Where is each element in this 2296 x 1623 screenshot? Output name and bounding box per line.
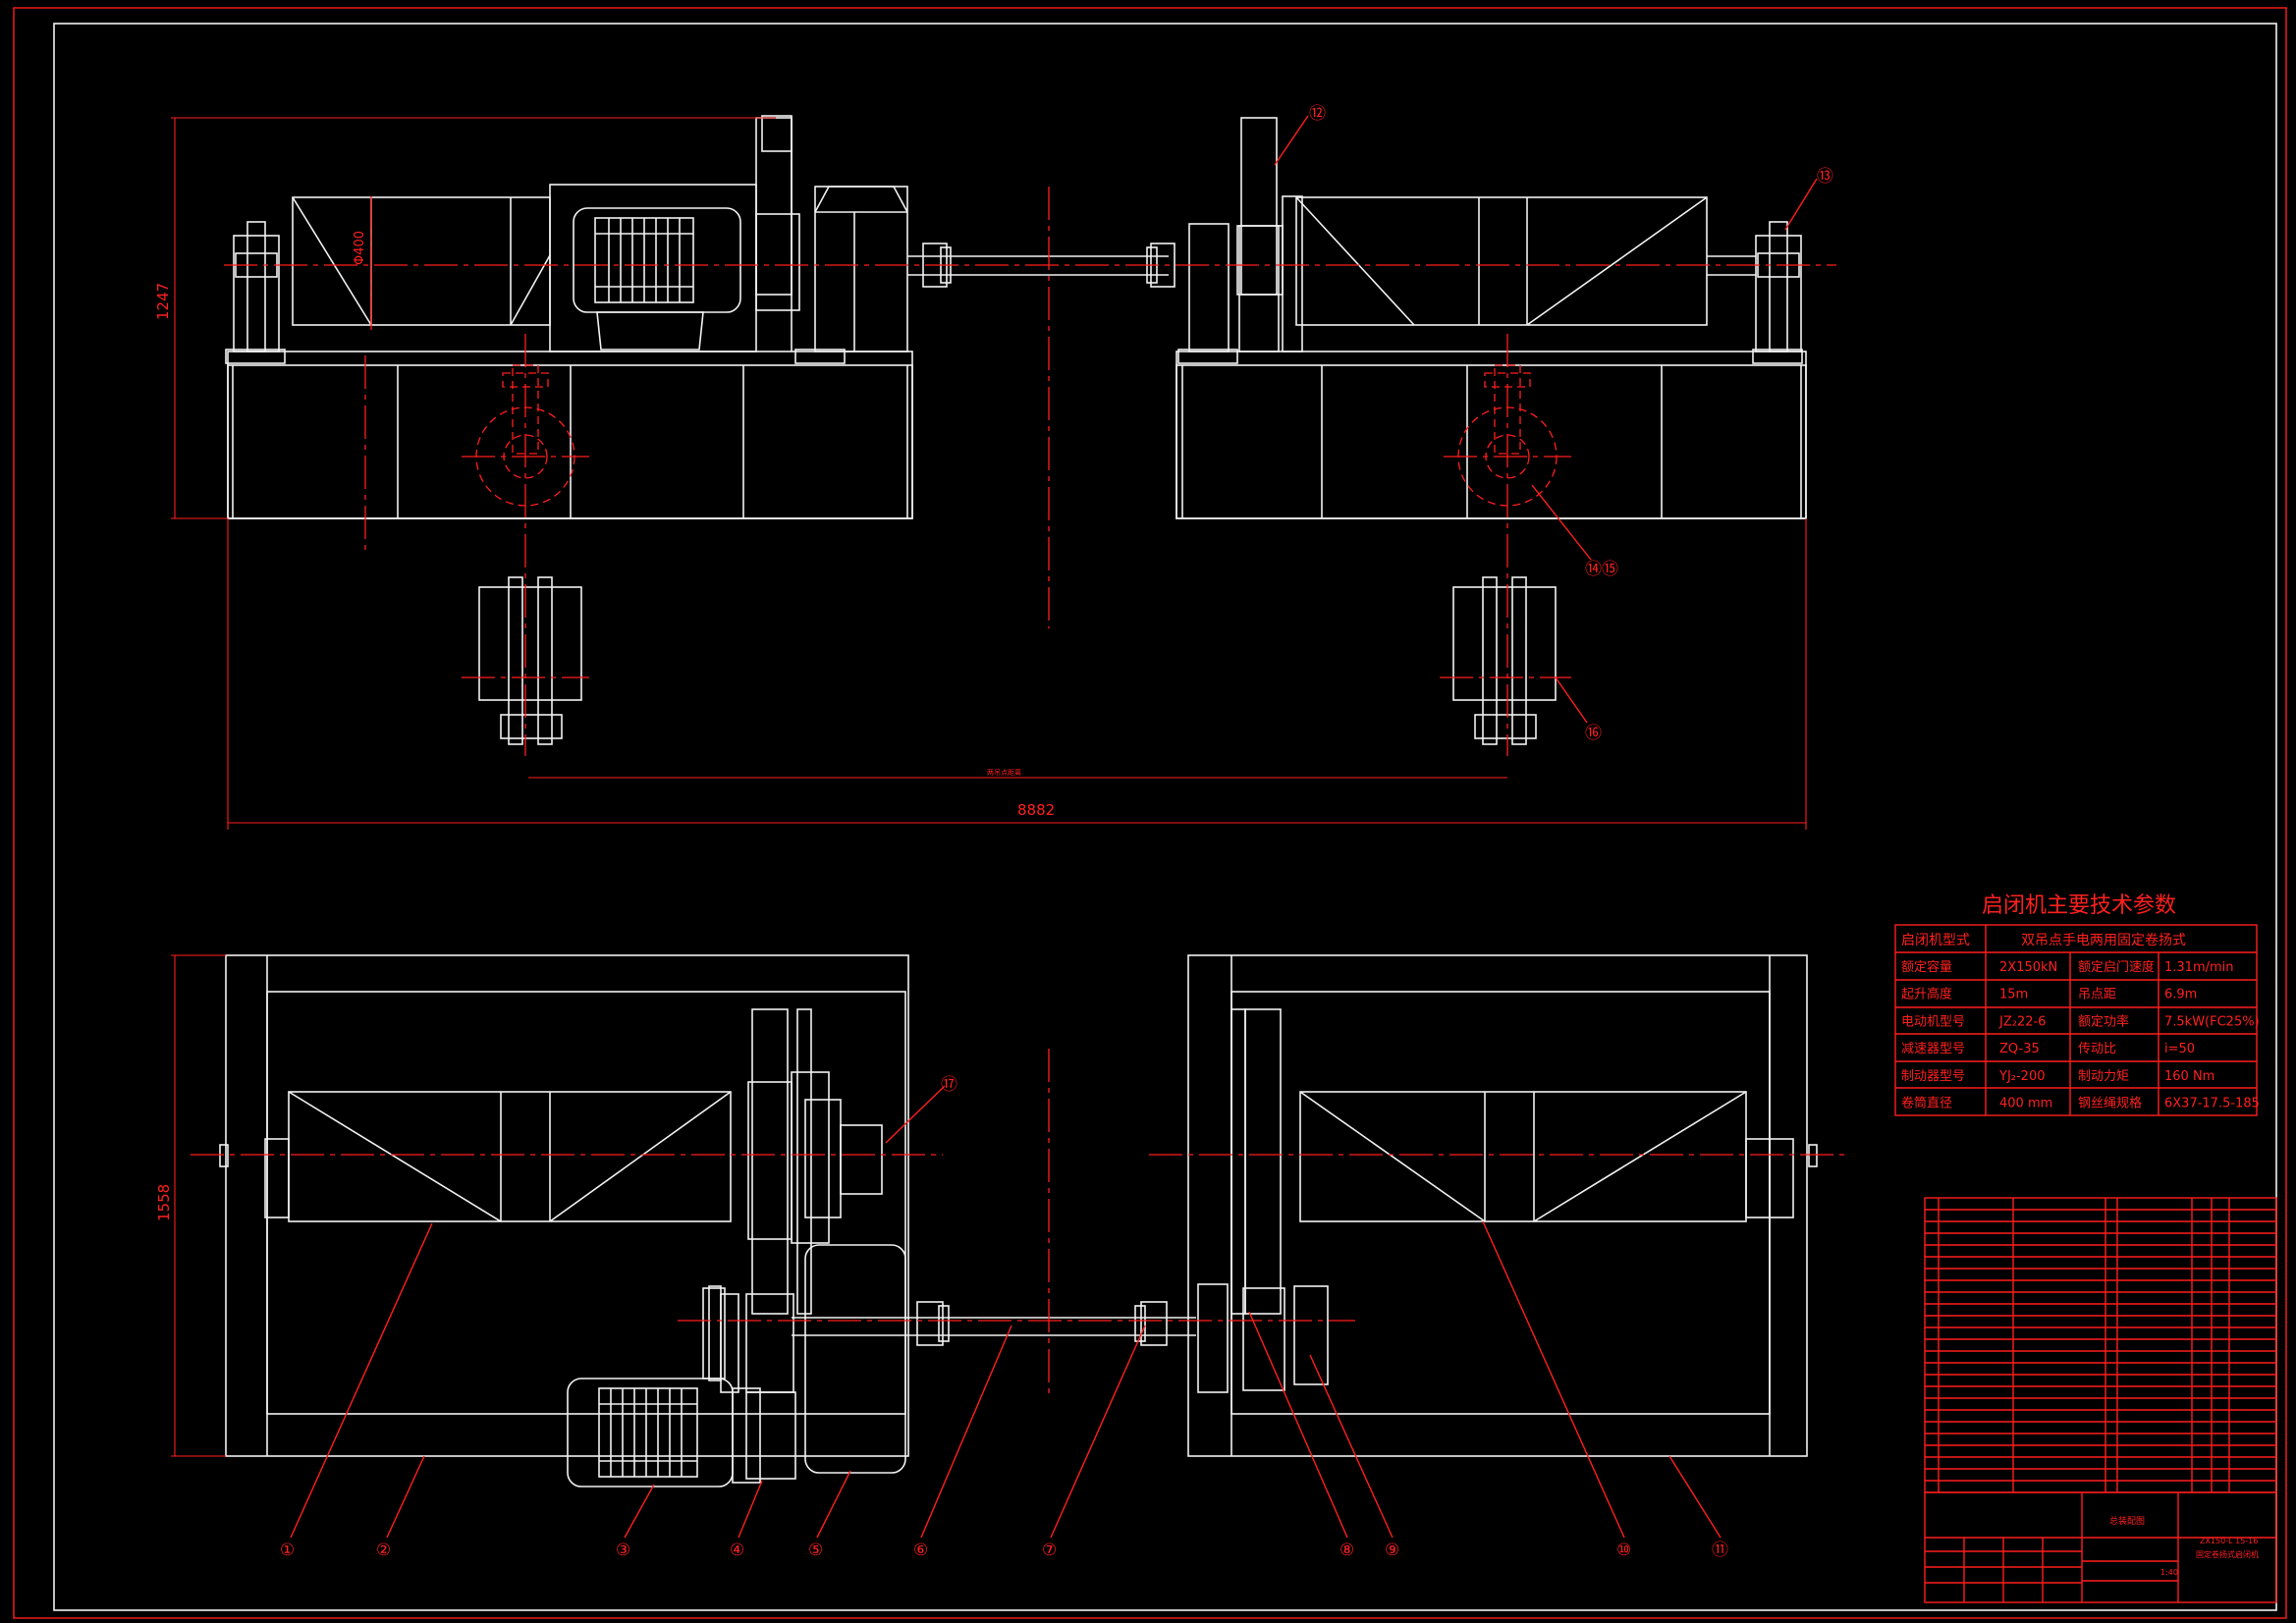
- spec-cell-k2: 制动力矩: [2078, 1069, 2129, 1084]
- spec-cell-k2: 额定启门速度: [2078, 959, 2155, 975]
- spec-cell-v2: i=50: [2164, 1042, 2195, 1056]
- spec-cell-k1: 电动机型号: [1901, 1014, 1965, 1029]
- spec-cell-k1: 卷筒直径: [1901, 1096, 1952, 1111]
- spec-cell-v2: 1.31m/min: [2164, 960, 2234, 975]
- spec-cell-k2: 传动比: [2078, 1042, 2116, 1056]
- callout-7: ⑦: [1042, 1541, 1057, 1560]
- spec-cell-v1: 2X150kN: [1999, 960, 2057, 975]
- spec-cell-k1: 减速器型号: [1901, 1042, 1965, 1056]
- dim-overall-width: 8882: [1017, 801, 1055, 819]
- title-drawing-no: ZX150-L 15-16: [2200, 1537, 2258, 1545]
- callout-10: ⑩: [1616, 1541, 1631, 1560]
- callout-5: ⑤: [808, 1541, 823, 1560]
- title-scale: 1:40: [2160, 1568, 2178, 1577]
- spec-cell-v1: ZQ-35: [1999, 1042, 2040, 1056]
- callout-4: ④: [730, 1541, 744, 1560]
- spec-cell-k1: 额定容量: [1901, 959, 1952, 975]
- spec-cell-v2: 160 Nm: [2164, 1069, 2214, 1084]
- spec-cell-v2: 6X37-17.5-185: [2164, 1097, 2260, 1111]
- spec-cell-v2: 6.9m: [2164, 988, 2197, 1002]
- spec-cell-k1: 起升高度: [1901, 987, 1952, 1002]
- callout-12: ⑫: [1309, 104, 1326, 124]
- spec-cell-k2: 吊点距: [2078, 988, 2116, 1002]
- spec-cell-k2: 钢丝绳规格: [2078, 1096, 2142, 1111]
- callout-17: ⑰: [941, 1075, 957, 1095]
- callout-16: ⑯: [1585, 724, 1602, 743]
- callout-8: ⑧: [1339, 1541, 1354, 1560]
- callout-1: ①: [280, 1541, 295, 1560]
- spec-cell-v1: YJ₂-200: [1998, 1069, 2046, 1084]
- spec-table: 启闭机主要技术参数 启闭机型式 双吊点手电两用固定卷扬式 额定容量 2X150kN…: [1894, 893, 2260, 1116]
- callout-6: ⑥: [913, 1541, 928, 1560]
- dim-height-bottom: 1558: [155, 1184, 173, 1221]
- callout-9: ⑨: [1385, 1541, 1399, 1560]
- spec-type-value: 双吊点手电两用固定卷扬式: [2021, 933, 2186, 948]
- spec-cell-v1: 400 mm: [1999, 1097, 2052, 1111]
- dim-center-note: 两吊点距离: [987, 768, 1021, 777]
- title-stage: 总装配图: [2109, 1515, 2145, 1527]
- callout-14-15: ⑭⑮: [1585, 560, 1618, 579]
- spec-cell-k1: 制动器型号: [1901, 1069, 1965, 1084]
- parts-list: 总装配图 ZX150-L 15-16 固定卷扬式启闭机 1:40: [1924, 1197, 2277, 1603]
- elevation-view: 1247 Φ400 8882 两吊点距离: [154, 115, 1836, 830]
- callout-11: ⑪: [1712, 1541, 1728, 1560]
- spec-cell-v1: JZ₂22-6: [1998, 1014, 2046, 1029]
- spec-cell-k2: 额定功率: [2078, 1013, 2129, 1029]
- callout-3: ③: [616, 1541, 630, 1560]
- plan-view: 1558: [155, 954, 1846, 1539]
- title-drawing-name: 固定卷扬式启闭机: [2196, 1549, 2259, 1559]
- spec-cell-v1: 15m: [1999, 988, 2028, 1002]
- spec-table-title: 启闭机主要技术参数: [1982, 893, 2176, 918]
- outer-frame: [13, 7, 2287, 1619]
- callout-13: ⑬: [1817, 167, 1833, 187]
- spec-type-label: 启闭机型式: [1901, 933, 1970, 948]
- dim-drum-diameter: Φ400: [353, 231, 367, 265]
- spec-cell-v2: 7.5kW(FC25%): [2164, 1014, 2260, 1029]
- dim-height-top: 1247: [154, 283, 172, 320]
- callout-2: ②: [376, 1541, 391, 1560]
- inner-frame: [53, 23, 2277, 1611]
